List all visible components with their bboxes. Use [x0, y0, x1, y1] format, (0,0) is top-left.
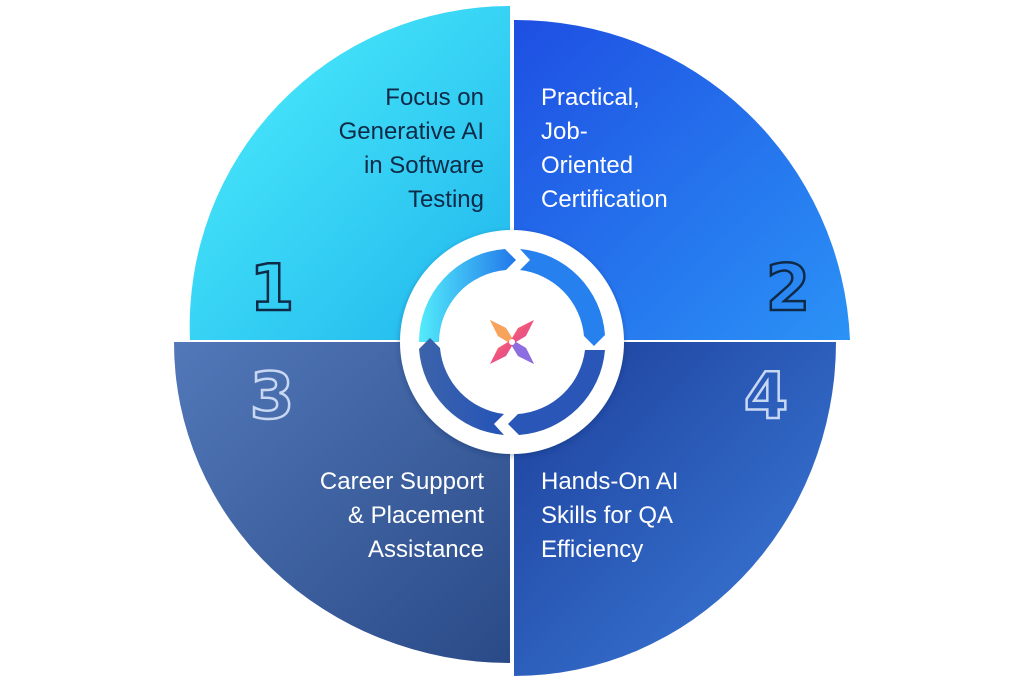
- quadrant-4-line-3: Efficiency: [541, 536, 644, 563]
- quadrant-3-line-2: & Placement: [347, 502, 484, 529]
- quadrant-4-line-1: Hands-On AI: [541, 468, 679, 495]
- quadrant-2-line-4: Certification: [541, 186, 668, 213]
- quadrant-text-2: Practical, Job- Oriented Certification: [541, 81, 668, 217]
- quadrant-1-line-1: Focus on: [385, 84, 484, 111]
- quadrant-number-4: 4: [744, 360, 789, 434]
- quadrant-3-line-3: Assistance: [367, 536, 484, 563]
- quadrant-text-1: Focus on Generative AI in Software Testi…: [339, 81, 484, 217]
- quadrant-1-line-2: Generative AI: [338, 118, 484, 145]
- quadrant-4-line-2: Skills for QA: [541, 502, 674, 529]
- cycle-arc-bottom-right: [508, 350, 605, 435]
- quadrant-number-3: 3: [250, 360, 295, 434]
- quadrant-1-line-3: in Software: [363, 152, 484, 179]
- quadrant-4: [514, 342, 836, 676]
- cycle-arc-bottom-left: [419, 338, 504, 435]
- quadrant-2: [514, 19, 850, 341]
- quadrant-2-line-3: Oriented: [541, 152, 634, 179]
- quadrant-text-4: Hands-On AI Skills for QA Efficiency: [541, 465, 678, 567]
- cycle-arc-top-left: [418, 249, 516, 342]
- quadrant-number-1: 1: [250, 252, 295, 326]
- quadrant-2-line-1: Practical,: [541, 84, 640, 111]
- quadrant-3: [173, 342, 510, 663]
- quadrant-2-line-2: Job-: [541, 118, 588, 145]
- quadrant-1: [189, 5, 510, 341]
- quadrant-1-line-4: Testing: [407, 186, 484, 213]
- cycle-arc-top-right: [520, 249, 605, 346]
- quadrant-3-line-1: Career Support: [319, 468, 484, 495]
- quadrant-number-2: 2: [766, 252, 811, 326]
- x-logo-icon: [490, 320, 534, 364]
- quadrant-text-3: Career Support & Placement Assistance: [320, 465, 484, 567]
